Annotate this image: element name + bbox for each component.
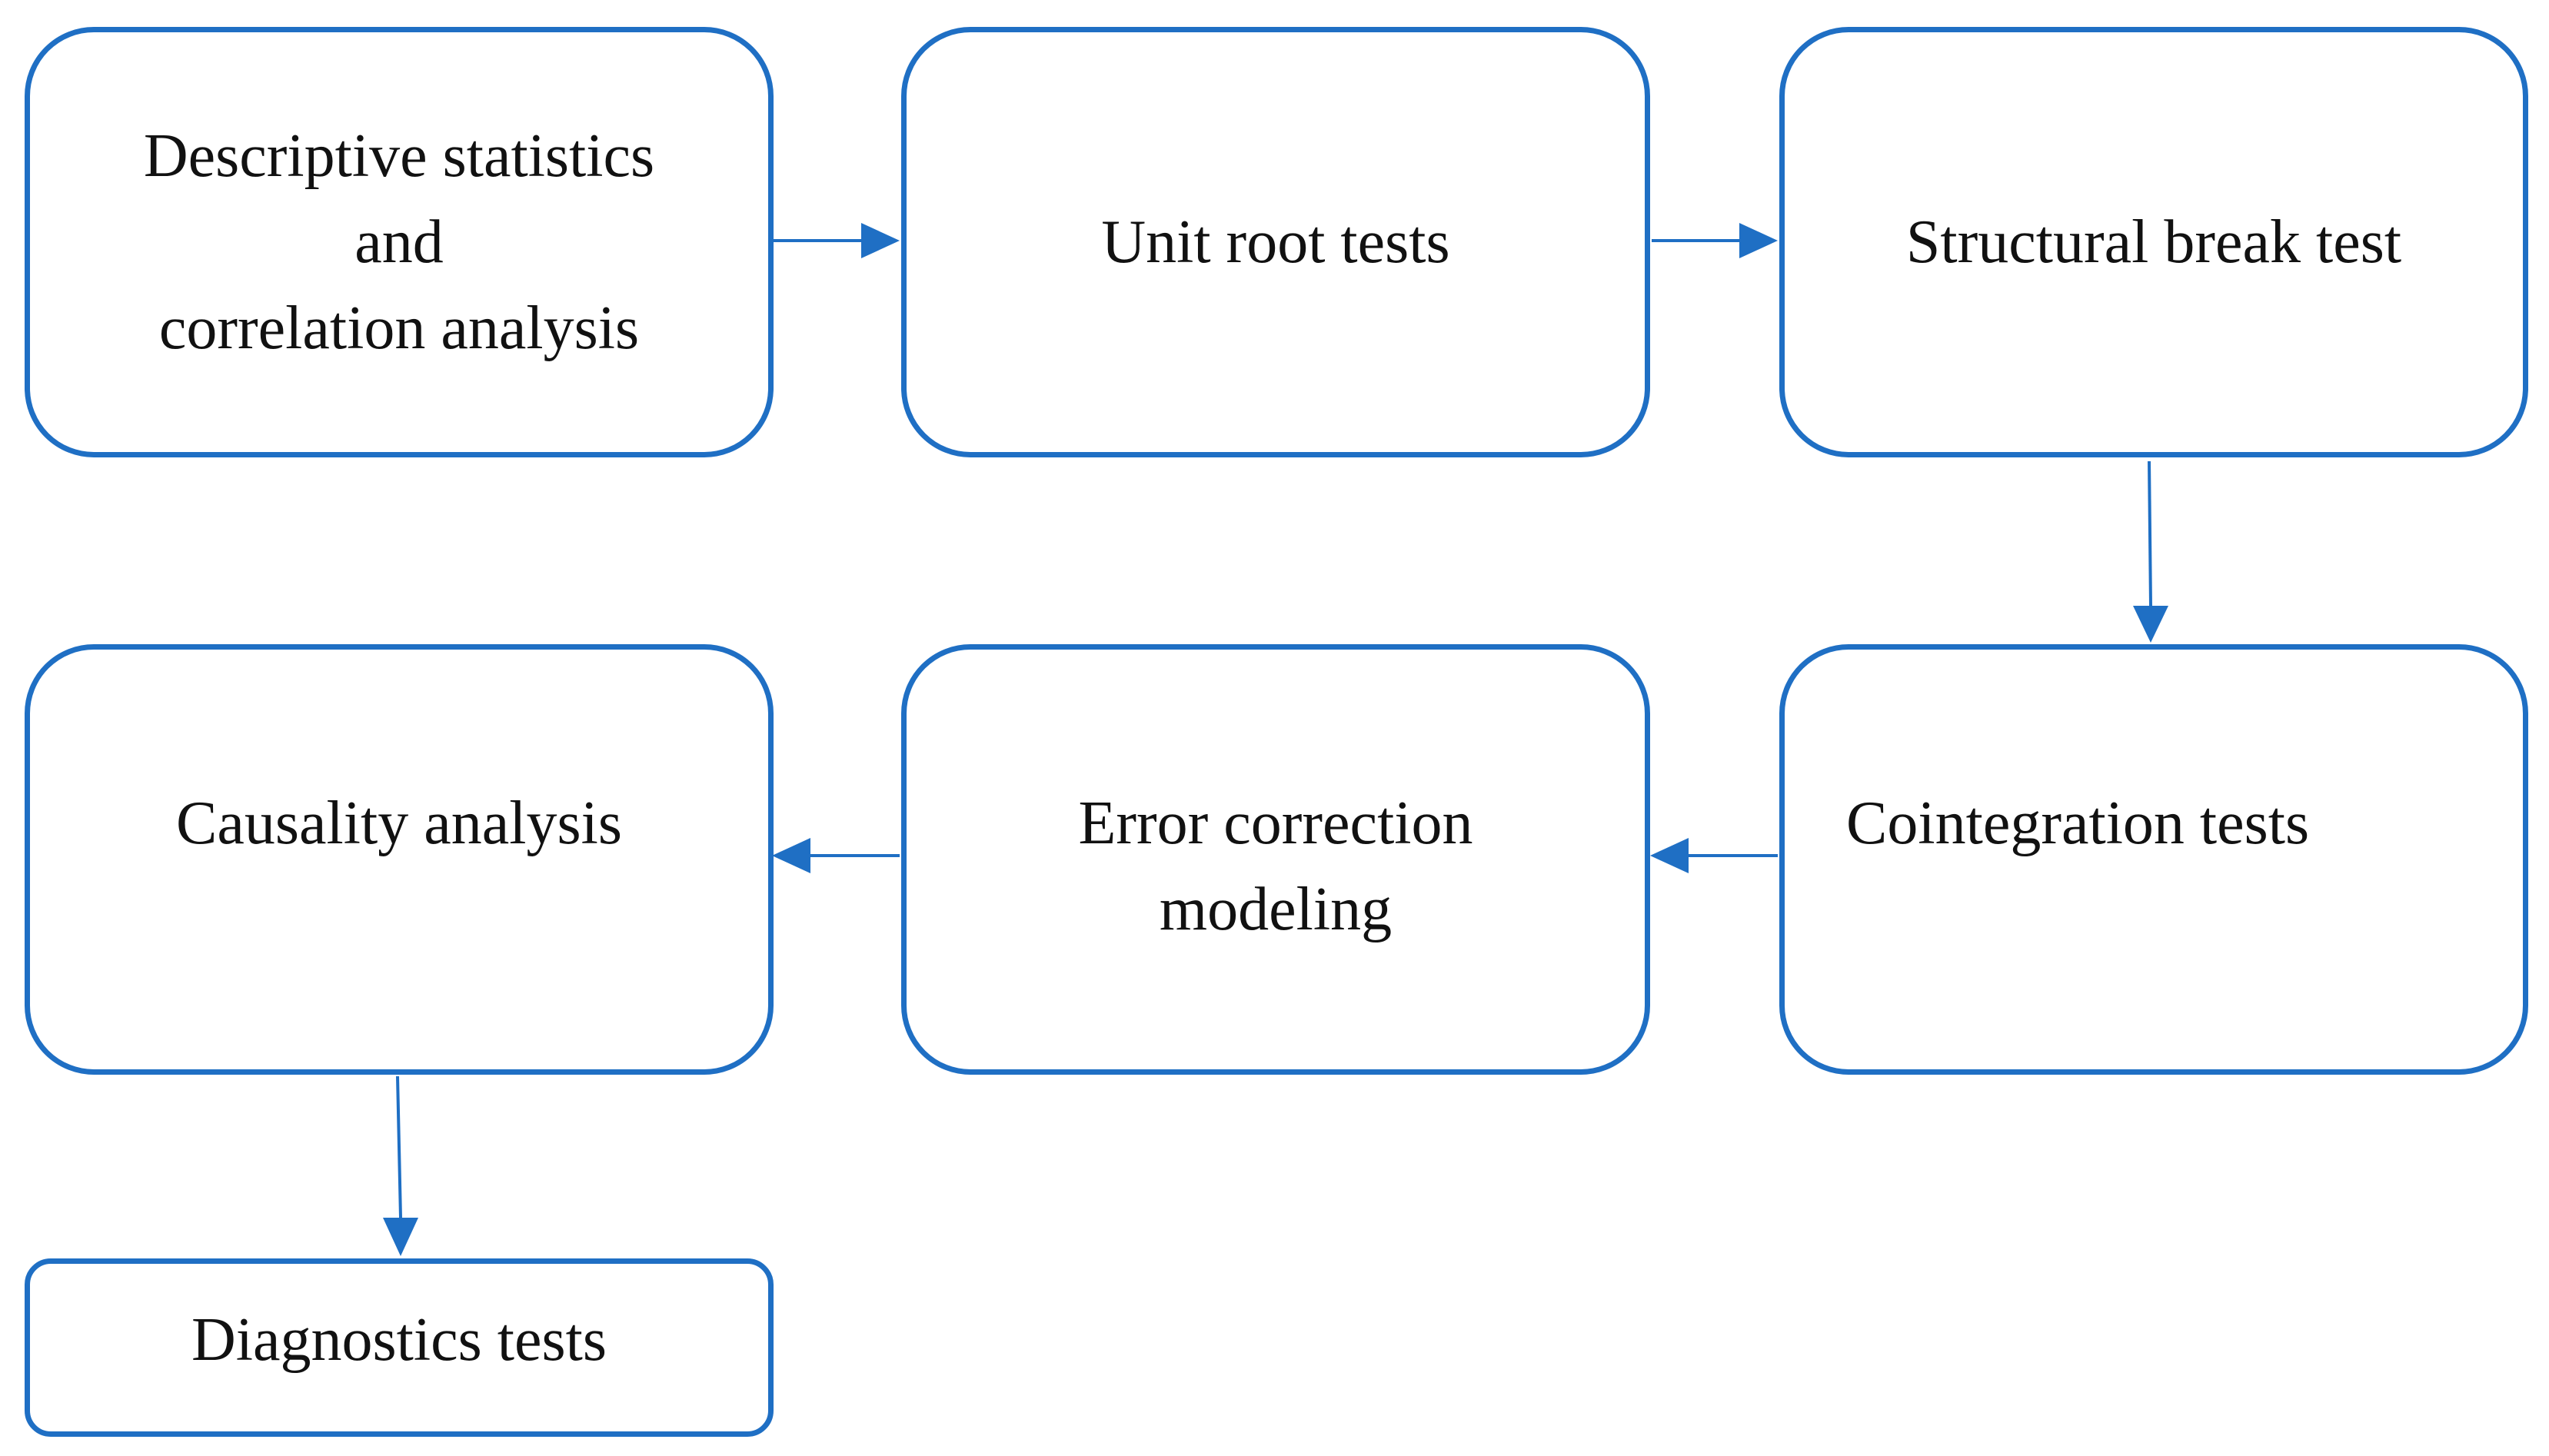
- step-unit-root-tests: Unit root tests: [901, 27, 1650, 457]
- step-structural-break-test: Structural break test: [1779, 27, 2528, 457]
- arrow-causality-to-diagnostics: [383, 1075, 418, 1256]
- arrow-structural-break-to-cointegration: [2133, 460, 2168, 643]
- step-error-correction-modeling-label: Error correction modeling: [1078, 789, 1473, 943]
- step-descriptive-statistics: Descriptive statistics and correlation a…: [25, 27, 774, 457]
- step-diagnostics-tests: Diagnostics tests: [25, 1258, 774, 1437]
- step-causality-analysis: Causality analysis: [25, 644, 774, 1075]
- step-error-correction-modeling: Error correction modeling: [901, 644, 1650, 1075]
- step-cointegration-tests-label: Cointegration tests: [1846, 789, 2310, 857]
- arrow-unit-root-to-structural-break: [1652, 223, 1778, 258]
- step-descriptive-statistics-label: Descriptive statistics and correlation a…: [143, 122, 655, 362]
- step-cointegration-tests: Cointegration tests: [1779, 644, 2528, 1075]
- step-unit-root-tests-label: Unit root tests: [1101, 208, 1450, 276]
- arrow-error-correction-to-causality: [772, 838, 900, 873]
- step-causality-analysis-label: Causality analysis: [176, 789, 622, 857]
- step-structural-break-test-label: Structural break test: [1905, 208, 2402, 276]
- arrow-descriptive-to-unit-root: [774, 223, 900, 258]
- step-diagnostics-tests-label: Diagnostics tests: [191, 1306, 607, 1374]
- arrow-cointegration-to-error-correction: [1650, 838, 1778, 873]
